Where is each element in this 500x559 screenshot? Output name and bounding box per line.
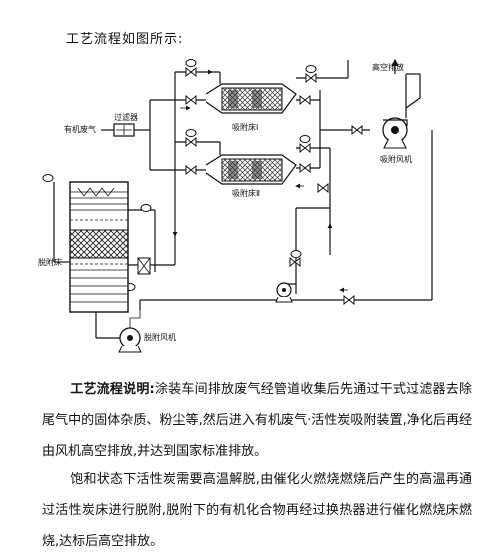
organic-waste-gas-label: 有机废气	[64, 124, 96, 134]
desorption-bed-label: 脱附床	[38, 257, 62, 267]
diagram-heading: 工艺流程如图所示:	[66, 32, 184, 47]
valve-icon	[289, 256, 301, 268]
valves	[185, 66, 363, 306]
valve-icon	[185, 164, 197, 176]
valve-icon	[305, 72, 317, 84]
description-text-2: 饱和状态下活性炭需要高温解脱,由催化火燃烧燃烧后产生的高温再通过活性炭床进行脱附…	[42, 472, 472, 549]
flow-arrows	[172, 69, 348, 293]
desorption-fan	[118, 310, 142, 353]
desorption-fan-label: 脱附风机	[144, 332, 176, 342]
description-paragraph-2: 饱和状态下活性炭需要高温解脱,由催化火燃烧燃烧后产生的高温再通过活性炭床进行脱附…	[42, 464, 472, 557]
filter-label: 过滤器	[114, 112, 138, 122]
valve-icon	[351, 124, 363, 136]
desorption-bed-tower	[69, 181, 129, 313]
high-altitude-exhaust-label: 高空排放	[372, 62, 404, 72]
adsorption-bed-1-label: 吸附床Ⅰ	[232, 122, 258, 132]
adsorption-bed-2	[205, 154, 297, 185]
circulation-pump	[275, 282, 293, 303]
adsorption-fan	[382, 117, 408, 149]
adsorption-bed-2-label: 吸附床Ⅱ	[232, 188, 260, 198]
adsorption-bed-1	[205, 83, 297, 114]
valve-icon	[185, 136, 197, 148]
description-title: 工艺流程说明:	[70, 382, 155, 397]
valve-icon	[343, 294, 355, 306]
valve-icon	[185, 94, 197, 106]
heat-exchanger	[137, 257, 151, 275]
valve-icon	[299, 142, 311, 154]
description-paragraph-1: 工艺流程说明:涂装车间排放废气经管道收集后先通过干式过滤器去除尾气中的固体杂质、…	[42, 374, 472, 467]
valve-icon	[317, 182, 329, 194]
valve-icon	[185, 66, 197, 78]
valve-icon	[299, 162, 311, 174]
process-flow-diagram: 吸附床Ⅰ 吸附床Ⅱ	[38, 58, 433, 353]
adsorption-fan-label: 吸附风机	[380, 154, 412, 164]
valve-icon	[299, 94, 311, 106]
description-text-1: 涂装车间排放废气经管道收集后先通过干式过滤器去除尾气中的固体杂质、粉尘等,然后进…	[42, 382, 472, 459]
